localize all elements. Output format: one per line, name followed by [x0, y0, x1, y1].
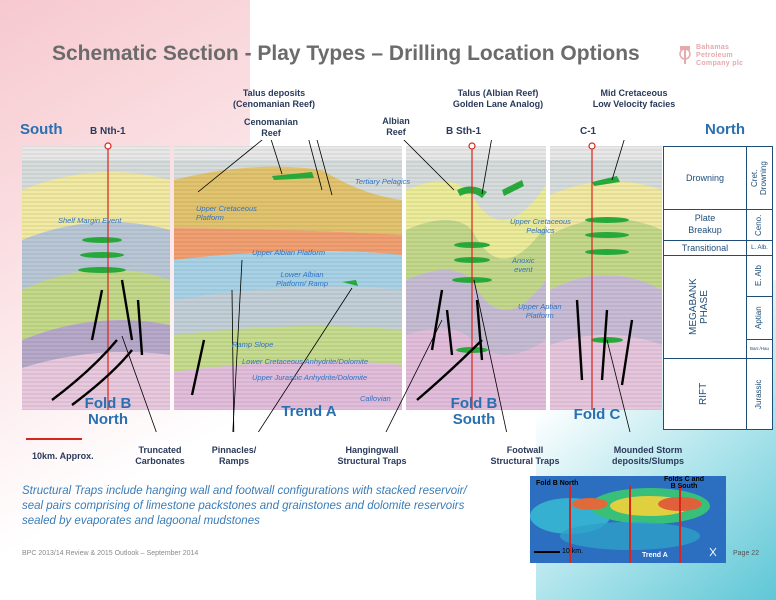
- label-fold-b-north: Fold B North: [84, 395, 132, 428]
- well-c-1: C-1: [580, 126, 597, 137]
- callout-mid-cretaceous: Mid Cretaceous Low Velocity facies: [592, 88, 676, 109]
- strat-l-alb: L. Alb.: [747, 241, 772, 256]
- inset-label-scale: 10 km.: [562, 548, 584, 555]
- label-upper-jurassic-evap: Upper Jurassic Anhydrite/Dolomite: [252, 373, 368, 382]
- label-fold-c: Fold C: [573, 406, 621, 423]
- strat-ceno-cell: Ceno.: [747, 210, 772, 241]
- strat-ceno: Ceno.: [754, 214, 763, 236]
- strat-megabank: MEGABANK PHASE: [688, 278, 710, 336]
- strat-jurassic-cell: Jurassic: [747, 359, 772, 429]
- strat-rift-cell: RIFT: [664, 359, 747, 429]
- seismic-panel-1: [22, 146, 170, 410]
- callout-talus-albian: Talus (Albian Reef) Golden Lane Analog): [452, 88, 544, 109]
- strat-drowning: Drowning: [664, 147, 747, 210]
- label-mounded-storm: Mounded Storm deposits/Slumps: [611, 445, 684, 466]
- inset-label-fold-b-north: Fold B North: [536, 480, 579, 487]
- logo-line-2: Petroleum: [696, 52, 733, 59]
- label-lower-cret-evap: Lower Cretaceous Anhydrite/Dolomite: [242, 357, 369, 366]
- strat-barremian: Barr./Hau: [747, 340, 772, 359]
- strat-megabank-cell: MEGABANK PHASE: [664, 256, 747, 359]
- label-tertiary-pelagics: Tertiary Pelagics: [355, 177, 411, 186]
- label-anoxic-event: Anoxic event: [512, 256, 535, 274]
- label-trend-a: Trend A: [281, 403, 337, 420]
- strat-jurassic: Jurassic: [754, 379, 763, 409]
- label-upper-cret-pelagics: Upper Cretaceous Pelagics: [510, 217, 571, 235]
- page-title: Schematic Section - Play Types – Drillin…: [52, 42, 640, 65]
- strat-plate-breakup: Plate Breakup: [664, 210, 747, 241]
- well-b-sth-1: B Sth-1: [446, 126, 481, 137]
- inset-label-trend-a: Trend A: [642, 552, 668, 559]
- label-truncated-carbonates: Truncated Carbonates: [135, 445, 185, 466]
- callout-cenomanian-reef: Cenomanian Reef: [243, 117, 298, 138]
- label-lower-albian: Lower Albian Platform/ Ramp: [276, 270, 329, 288]
- company-logo: Bahamas Petroleum Company plc: [676, 44, 766, 72]
- south-label: South: [20, 121, 63, 138]
- strat-cret-drowning-cell: Cret. Drowning: [747, 147, 772, 210]
- strat-aptian: Aptian: [754, 306, 763, 330]
- label-scale: 10km. Approx.: [32, 451, 94, 461]
- strat-aptian-cell: Aptian: [747, 297, 772, 340]
- logo-text: Bahamas Petroleum Company plc: [696, 44, 743, 68]
- callout-albian-reef: Albian Reef: [382, 116, 410, 137]
- page-number: Page 22: [733, 550, 760, 557]
- label-hangingwall-traps: Hangingwall Structural Traps: [337, 445, 407, 466]
- footer-text: BPC 2013/14 Review & 2015 Outlook – Sept…: [22, 550, 199, 557]
- strat-e-alb-cell: E. Alb: [747, 256, 772, 297]
- label-shelf-margin: Shelf Margin Event: [58, 216, 122, 225]
- label-pinnacles-ramps: Pinnacles/ Ramps: [211, 445, 257, 466]
- leader-lines: [121, 140, 631, 432]
- label-upper-aptian: Upper Aptian Platform: [518, 302, 562, 320]
- seismic-section: [22, 140, 662, 432]
- caption-text: Structural Traps include hanging wall an…: [22, 485, 467, 527]
- seismic-panel-4: [550, 146, 662, 410]
- label-upper-cret-platform: Upper Cretaceous Platform: [196, 204, 257, 222]
- strat-transitional: Transitional: [664, 241, 747, 256]
- logo-line-1: Bahamas: [696, 44, 730, 51]
- stratigraphic-column: Drowning Cret. Drowning Plate Breakup Ce…: [663, 146, 773, 430]
- label-footwall-traps: Footwall Structural Traps: [490, 445, 560, 466]
- seismic-panel-2: [174, 146, 402, 410]
- inset-label-folds-c: Folds C and B South: [664, 476, 705, 490]
- inset-map-image: [530, 476, 726, 563]
- well-b-nth-1: B Nth-1: [90, 126, 126, 137]
- inset-map: Fold B North Folds C and B South 10 km. …: [530, 476, 726, 563]
- strat-rift: RIFT: [698, 382, 709, 406]
- well-paths: [104, 142, 596, 410]
- label-fold-b-south: Fold B South: [450, 395, 498, 428]
- logo-icon: [679, 46, 691, 64]
- strat-e-alb: E. Alb: [754, 265, 763, 287]
- label-callovian: Callovian: [360, 394, 391, 403]
- north-label: North: [705, 121, 745, 138]
- scale-bar: [26, 438, 82, 440]
- faults: [51, 279, 634, 406]
- strat-cret-drowning: Cret. Drowning: [750, 161, 768, 195]
- label-ramp-slope: Ramp Slope: [232, 340, 274, 349]
- label-upper-albian-platform: Upper Albian Platform: [252, 248, 326, 257]
- logo-line-3: Company plc: [696, 60, 744, 67]
- callout-talus-cenomanian: Talus deposits (Cenomanian Reef): [232, 88, 315, 109]
